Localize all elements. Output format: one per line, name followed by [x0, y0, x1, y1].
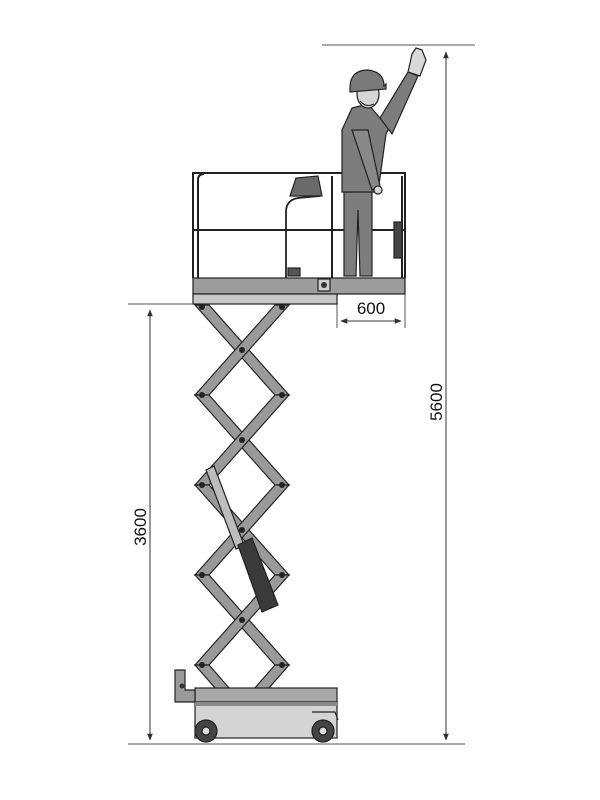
hard-hat-icon — [349, 69, 387, 93]
wheel-icon — [311, 711, 339, 743]
control-box-icon — [174, 669, 196, 703]
platform-extension-label: 600 — [357, 299, 385, 318]
worker-hand-icon — [407, 47, 427, 77]
working-height-dimension: 5600 — [322, 44, 475, 741]
platform-extension-dimension: 600 — [336, 292, 406, 328]
platform-height-dimension: 3600 — [128, 303, 195, 741]
worker-legs — [343, 189, 373, 277]
worker-raised-arm — [379, 71, 419, 136]
pivot-pins — [199, 304, 285, 668]
lift-chassis — [174, 669, 339, 743]
scissor-arms — [193, 304, 291, 690]
working-height-label: 5600 — [427, 383, 446, 421]
hydraulic-cylinder — [205, 465, 279, 613]
scissor-lift — [174, 172, 406, 743]
platform-height-label: 3600 — [131, 508, 150, 546]
platform-deck — [192, 277, 406, 305]
worker-figure — [341, 47, 427, 277]
platform-controller — [287, 175, 403, 277]
wheel-icon — [194, 719, 218, 743]
